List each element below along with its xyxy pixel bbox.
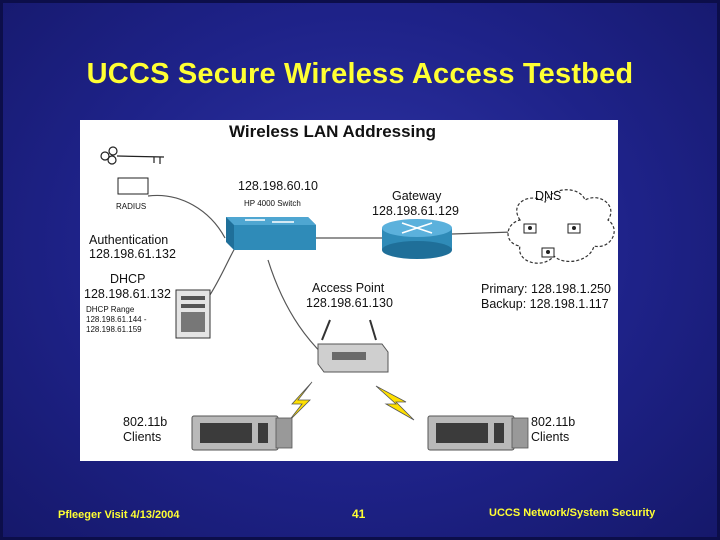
- dhcp-server-icon: [175, 289, 211, 339]
- client-card-left-icon: [191, 415, 293, 451]
- network-diagram: Wireless LAN Addressing RADIUS Authentic…: [80, 120, 618, 461]
- dns-cloud-icon: [507, 189, 615, 264]
- client-card-right-icon: [427, 415, 529, 451]
- switch-ip: 128.198.60.10: [238, 179, 318, 193]
- footer-right: UCCS Network/System Security: [489, 507, 656, 519]
- lightning-right-icon: [375, 385, 415, 421]
- dhcp-ip: 128.198.61.132: [84, 287, 171, 301]
- dns-label: DNS: [535, 189, 562, 203]
- radius-label: RADIUS: [116, 202, 147, 211]
- dns-backup: Backup: 128.198.1.117: [481, 297, 609, 311]
- page-number: 41: [352, 507, 366, 521]
- authentication-label: Authentication: [89, 233, 169, 247]
- clients-right-line1: 802.11b: [531, 415, 576, 429]
- gateway-ip: 128.198.61.129: [372, 204, 459, 218]
- diagram-heading: Wireless LAN Addressing: [229, 122, 437, 141]
- line-dhcp-switch: [207, 247, 236, 299]
- access-point-icon: [317, 319, 389, 373]
- slide-title: UCCS Secure Wireless Access Testbed: [86, 58, 634, 90]
- clients-left-line2: Clients: [123, 430, 162, 444]
- access-point-label: Access Point: [312, 281, 385, 295]
- gateway-label: Gateway: [392, 189, 442, 203]
- dhcp-label: DHCP: [110, 272, 146, 286]
- dhcp-range-end: 128.198.61.159: [86, 325, 142, 334]
- key-icon: [100, 146, 165, 165]
- access-point-ip: 128.198.61.130: [306, 296, 393, 310]
- dhcp-range-label: DHCP Range: [86, 305, 135, 314]
- dhcp-range-start: 128.198.61.144 -: [86, 315, 147, 324]
- radius-server-icon: [117, 177, 149, 195]
- footer-left: Pfleeger Visit 4/13/2004: [58, 509, 180, 521]
- lightning-left-icon: [287, 381, 313, 423]
- line-radius-switch: [147, 194, 226, 239]
- switch-label: HP 4000 Switch: [244, 199, 301, 208]
- authentication-ip: 128.198.61.132: [89, 247, 176, 261]
- router-icon: [382, 219, 452, 259]
- dns-primary: Primary: 128.198.1.250: [481, 282, 611, 296]
- clients-left-line1: 802.11b: [123, 415, 168, 429]
- line-gateway-dns: [451, 231, 513, 235]
- wireless-signal-icons: [287, 381, 415, 423]
- clients-right-line2: Clients: [531, 430, 570, 444]
- switch-icon: [226, 217, 316, 250]
- diagram-drawing: [100, 146, 615, 451]
